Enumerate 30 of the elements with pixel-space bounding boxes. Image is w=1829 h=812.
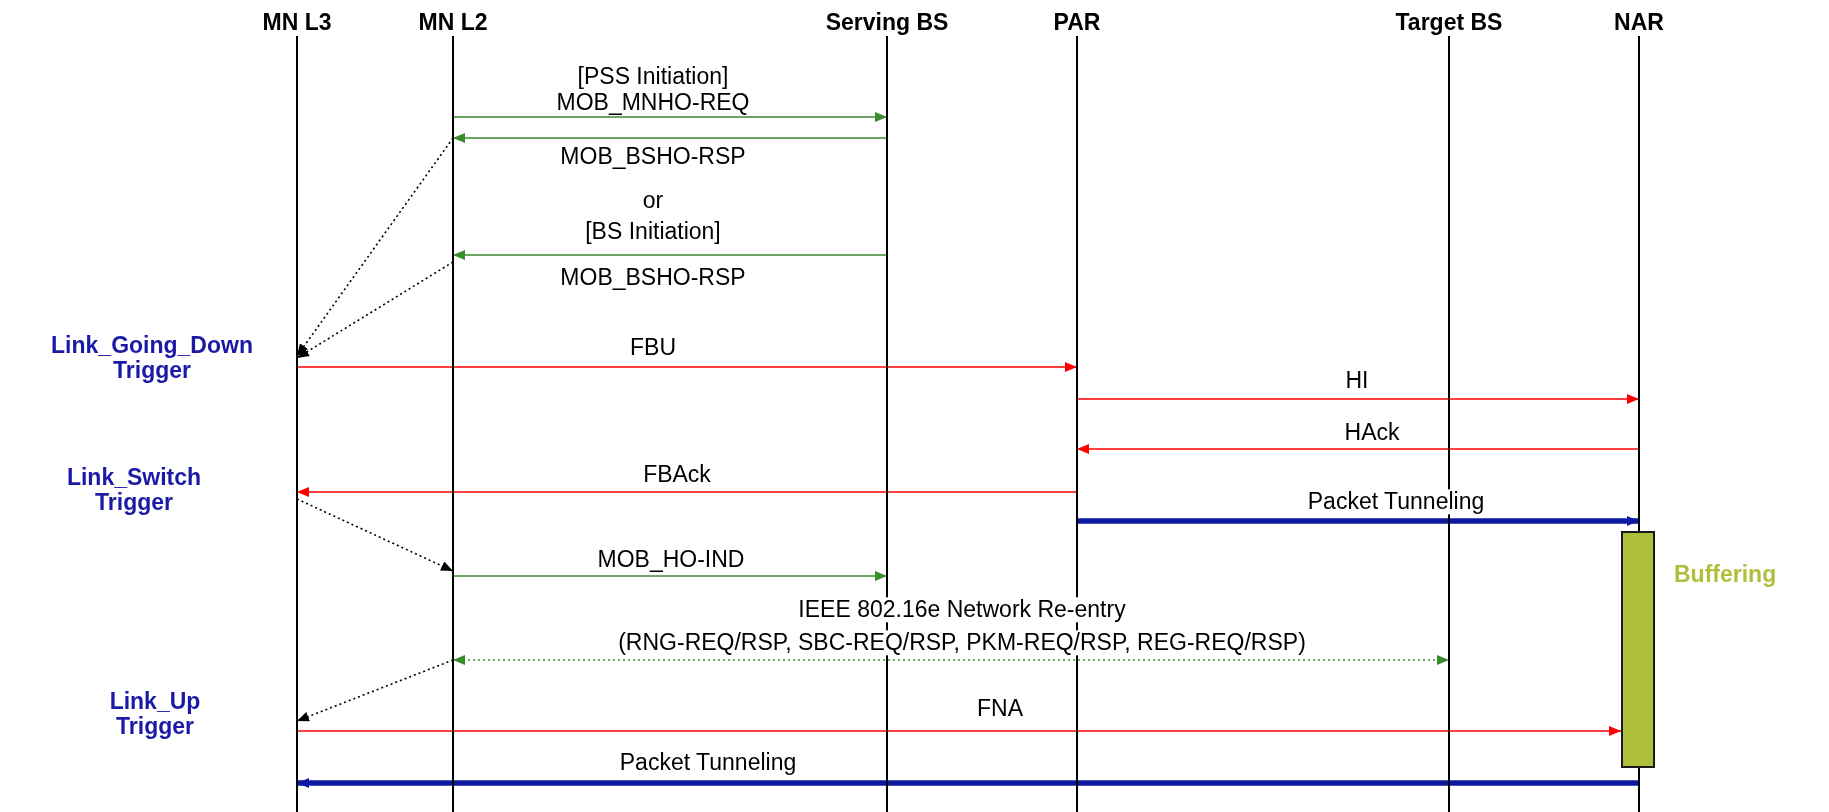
lifeline-label: MN L2 (418, 8, 488, 36)
message-arrow (452, 133, 888, 143)
lifeline-label: NAR (1614, 8, 1664, 36)
lifeline-label: MN L3 (262, 8, 332, 36)
message-arrow (297, 778, 1639, 788)
message-arrow (296, 362, 1078, 372)
message-note: [PSS Initiation] (577, 64, 729, 90)
trigger-arrow (296, 659, 454, 722)
lifeline-label: Target BS (1395, 8, 1503, 36)
lifeline-label: PAR (1053, 8, 1101, 36)
message-arrow (296, 726, 1622, 736)
message-arrow (452, 112, 888, 122)
trigger-arrow (296, 261, 454, 359)
lifeline-label: Serving BS (825, 8, 949, 36)
trigger-label: Link_Up Trigger (109, 688, 201, 740)
message-arrow (1077, 516, 1639, 526)
trigger-label: Link_Going_Down Trigger (51, 332, 253, 384)
trigger-label: Link_Switch Trigger (66, 464, 202, 516)
activation-bar (1621, 531, 1655, 768)
message-arrow (452, 250, 888, 260)
edge-label: (RNG-REQ/RSP, SBC-REQ/RSP, PKM-REQ/RSP, REG-REQ/RSP) (616, 630, 1308, 656)
message-arrow (1076, 394, 1640, 404)
message-arrow (452, 571, 888, 581)
bar-caption: Buffering (1674, 560, 1777, 588)
message-arrow (1076, 444, 1640, 454)
message-arrow (452, 655, 1450, 665)
message-arrow (296, 487, 1078, 497)
message-note: [BS Initiation] (585, 219, 721, 245)
message-note: IEEE 802.16e Network Re-entry (798, 597, 1126, 623)
trigger-arrow (296, 498, 454, 572)
